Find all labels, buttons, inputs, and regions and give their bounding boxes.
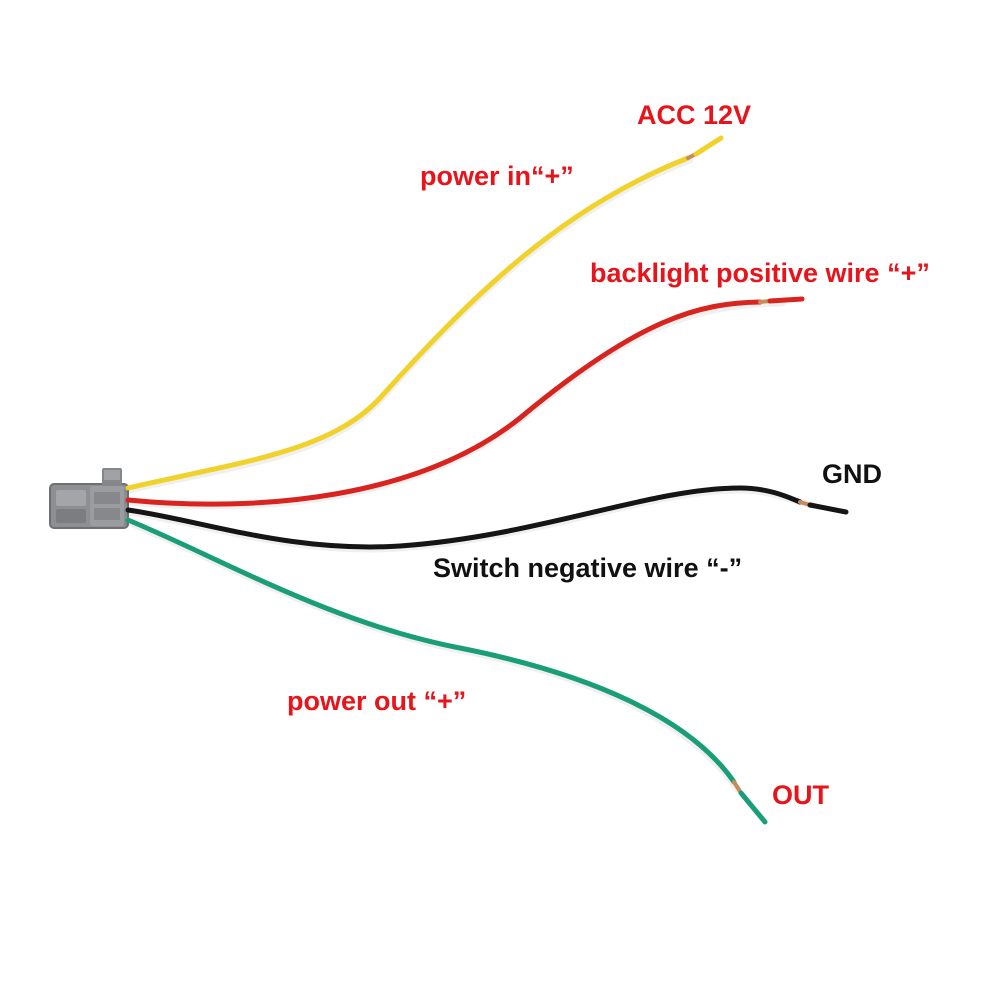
wire-end-black (807, 502, 849, 515)
label-power-out: power out “+” (287, 686, 467, 716)
label-backlight-positive-wire: backlight positive wire “+” (590, 258, 930, 288)
wire-green (125, 517, 737, 785)
label-power-in: power in“+” (420, 161, 574, 191)
wire-black (125, 485, 803, 550)
wire-end-yellow (693, 135, 724, 157)
wire-yellow (125, 155, 691, 491)
label-acc-12v: ACC 12V (637, 100, 752, 130)
label-gnd: GND (822, 459, 882, 489)
wire-connector-icon (49, 468, 129, 529)
wire-red (125, 299, 763, 507)
wire-end-green (738, 790, 768, 825)
label-switch-negative-wire: Switch negative wire “-” (433, 553, 743, 583)
wire-end-red (767, 296, 805, 304)
label-out: OUT (772, 780, 829, 810)
